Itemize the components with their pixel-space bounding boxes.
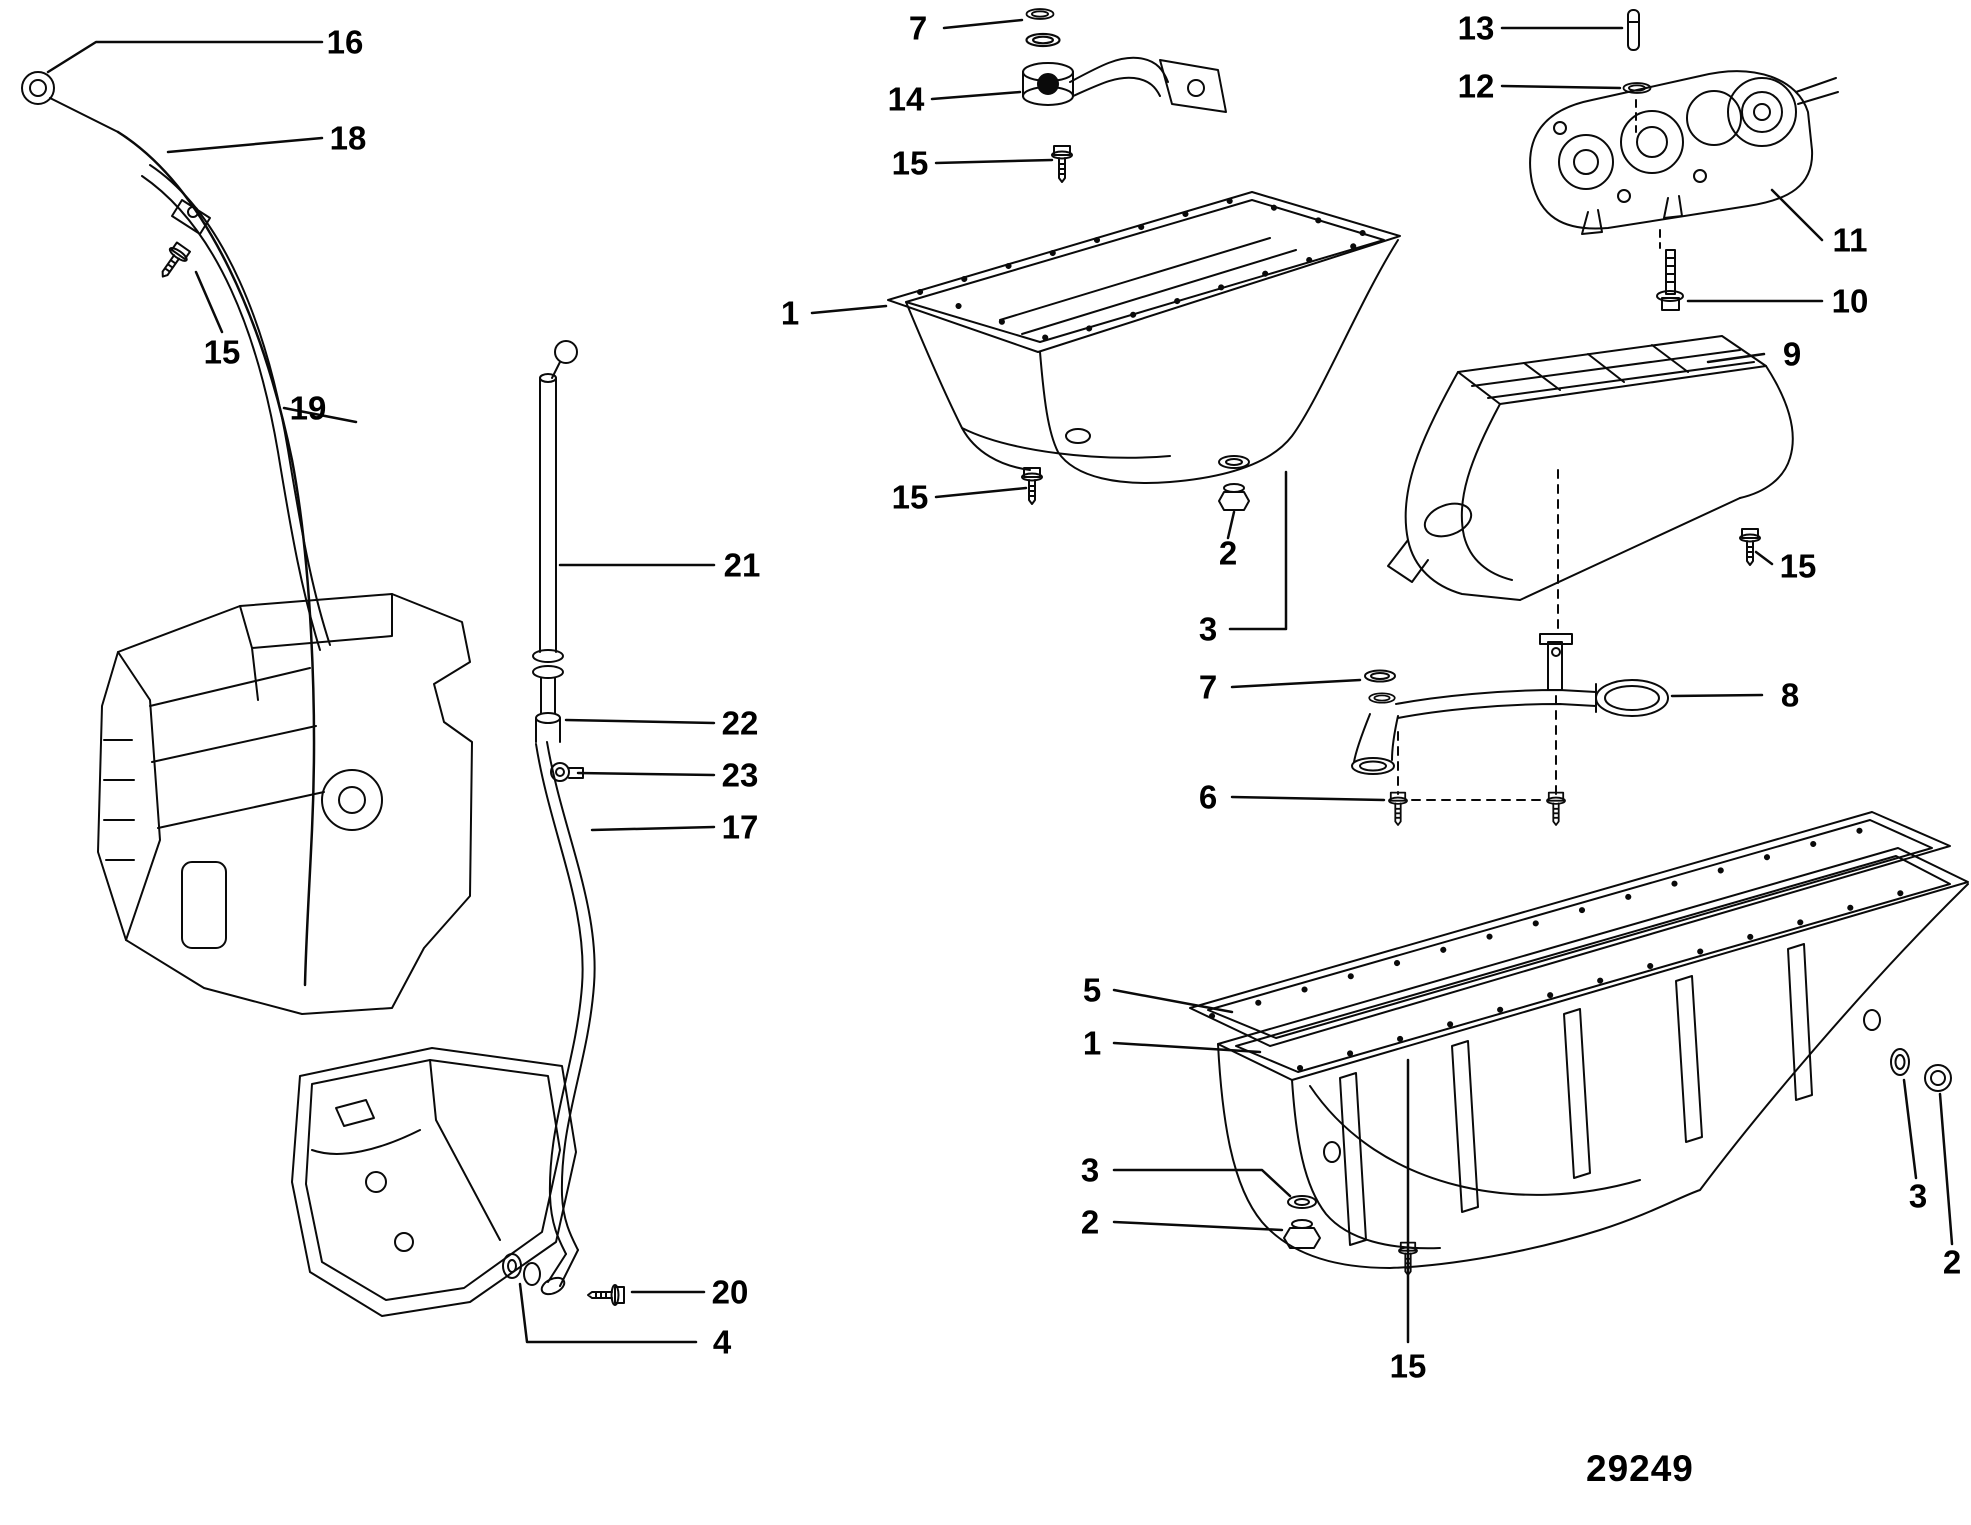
callout-part-3: 3 [1080,1151,1100,1189]
part-drain-plug-2-3-left [1283,1195,1321,1249]
bolt-15-tray [1739,528,1761,566]
bolt-6-right [1546,791,1566,826]
part-pin-13 [1627,9,1640,51]
part-pickup-tube-14 [1022,8,1227,113]
callout-part-1: 1 [780,294,800,332]
callout-part-2: 2 [1080,1203,1100,1241]
callout-part-2: 2 [1942,1243,1962,1281]
part-lower-cover [291,1047,577,1317]
callout-part-16: 16 [326,23,364,61]
bolt-20 [587,1284,625,1306]
callout-part-7: 7 [908,9,928,47]
callout-part-2: 2 [1218,534,1238,572]
part-bolt-10 [1656,249,1684,311]
callout-part-6: 6 [1198,778,1218,816]
callout-part-1: 1 [1082,1024,1102,1062]
drawing-number: 29249 [1586,1448,1694,1489]
callout-part-8: 8 [1780,676,1800,714]
callout-part-22: 22 [721,704,759,742]
callout-part-15: 15 [891,478,929,516]
callout-part-15: 15 [1389,1347,1427,1385]
callout-part-18: 18 [329,119,367,157]
callout-part-10: 10 [1831,282,1869,320]
alignment-dashes-pickup [1397,469,1559,801]
part-dipstick [21,71,316,987]
callout-part-15: 15 [891,144,929,182]
part-gasket-5 [1189,811,1951,1047]
part-oil-pan-deep [1217,847,1969,1269]
part-windage-tray [1387,335,1794,601]
callout-part-3: 3 [1908,1177,1928,1215]
callout-leader-lines [46,18,1954,1344]
part-washers-4 [502,1253,541,1286]
callout-part-4: 4 [712,1323,732,1361]
callout-part-11: 11 [1832,221,1868,259]
bolt-15-dipstick [153,240,193,284]
bolt-6-left [1388,791,1408,826]
callout-part-14: 14 [887,80,925,118]
bolt-15-pan [1021,467,1043,505]
callout-part-3: 3 [1198,610,1218,648]
part-hose-17 [535,741,596,1296]
callout-part-19: 19 [289,389,327,427]
callout-part-15: 15 [1779,547,1817,585]
callout-part-7: 7 [1198,668,1218,706]
callout-part-21: 21 [723,546,761,584]
part-oil-pump [1529,70,1839,235]
callout-part-23: 23 [721,756,759,794]
callout-part-17: 17 [721,808,759,846]
callout-part-20: 20 [711,1273,749,1311]
callout-part-12: 12 [1457,67,1495,105]
alignment-dashes-pump [1635,99,1661,249]
callout-part-9: 9 [1782,335,1802,373]
part-drain-plug-2-3-right [1890,1048,1952,1092]
part-drain-plug-2-3-middle [1218,455,1250,511]
part-engine-block [97,593,473,1015]
part-oil-pan-shallow [887,191,1401,484]
part-pickup-tube-8 [1351,633,1669,775]
part-dipstick-tube-upper [141,164,331,651]
bolt-15-pickup [1051,145,1073,183]
callout-part-13: 13 [1457,9,1495,47]
callout-part-5: 5 [1082,971,1102,1009]
part-dipstick-tube-21 [532,340,584,782]
callout-part-15: 15 [203,333,241,371]
